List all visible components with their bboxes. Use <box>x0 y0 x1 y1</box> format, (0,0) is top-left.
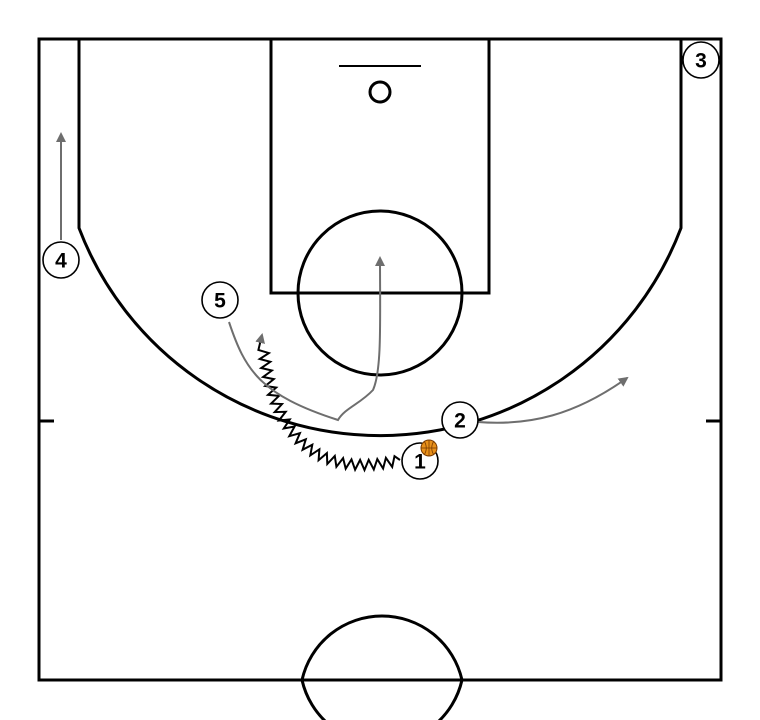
player-3-label: 3 <box>695 50 707 73</box>
player-3-marker <box>682 41 720 79</box>
dribble-path-player-1 <box>255 333 401 473</box>
ball-seam-curve <box>423 440 435 456</box>
movement-paths <box>56 132 629 473</box>
player-4-label: 4 <box>55 250 67 273</box>
court-boundary <box>37 37 723 682</box>
cut-path-player-2 <box>477 376 629 424</box>
player-5[interactable]: 5 <box>201 281 239 319</box>
player-3[interactable]: 3 <box>682 41 720 79</box>
player-4-marker <box>42 241 80 279</box>
player-2-marker <box>441 401 479 439</box>
player-2[interactable]: 2 <box>441 401 479 439</box>
free-throw-circle <box>296 209 464 377</box>
player-4[interactable]: 4 <box>42 241 80 279</box>
cut-path-player-5 <box>228 256 386 422</box>
basketball-icon <box>420 439 438 457</box>
player-1-label: 1 <box>414 451 426 474</box>
free-throw-lane <box>269 37 491 295</box>
player-5-marker <box>201 281 239 319</box>
three-point-line <box>77 39 683 438</box>
player-5-label: 5 <box>214 290 226 313</box>
player-2-label: 2 <box>454 410 466 433</box>
basket-rim <box>368 80 392 104</box>
center-circle-lower <box>300 679 464 720</box>
court-lines <box>37 37 723 720</box>
center-circle <box>300 614 464 681</box>
